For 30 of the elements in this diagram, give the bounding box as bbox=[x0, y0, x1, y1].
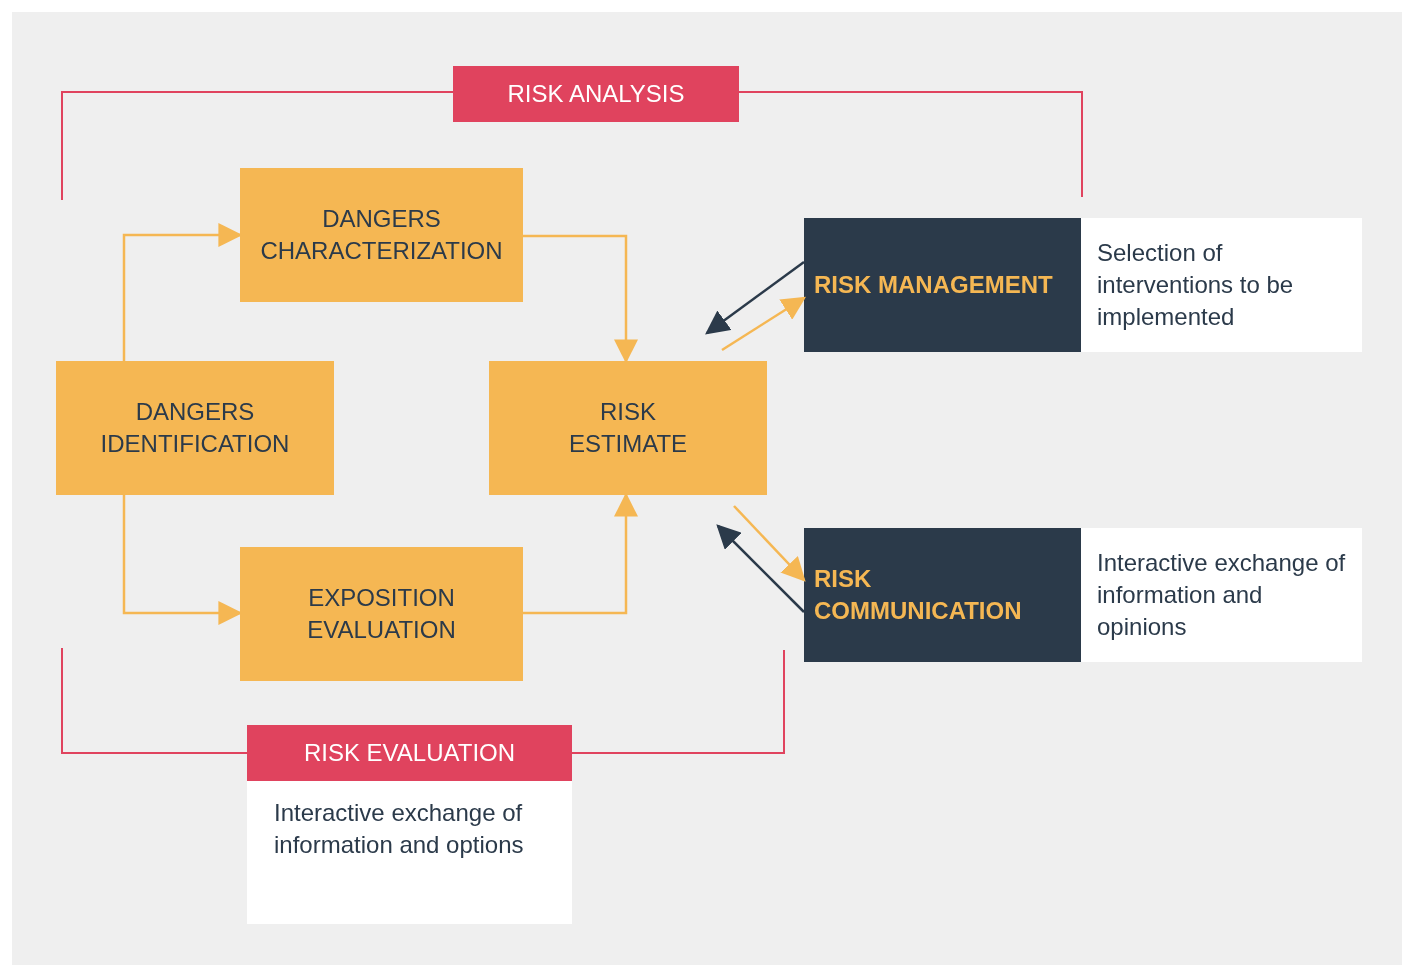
description-text: Interactive exchange of information and options bbox=[274, 798, 525, 860]
arrow bbox=[523, 492, 638, 615]
box-title: RISK ESTIMATE bbox=[567, 397, 689, 459]
process-box bbox=[489, 361, 767, 495]
box-title: RISK ANALYSIS bbox=[507, 79, 685, 109]
arrow bbox=[523, 234, 638, 364]
box-title: DANGERS CHARACTERIZATION bbox=[259, 204, 504, 266]
note-box bbox=[1081, 528, 1362, 662]
process-box bbox=[240, 168, 523, 302]
process-box bbox=[240, 547, 523, 681]
role-box bbox=[804, 528, 1081, 662]
phase-label-box bbox=[247, 725, 572, 781]
arrow bbox=[705, 261, 805, 335]
arrow bbox=[721, 296, 807, 352]
arrow bbox=[716, 524, 805, 613]
process-box bbox=[56, 361, 334, 495]
arrow bbox=[733, 505, 806, 582]
description-text: Interactive exchange of information and opinions bbox=[1097, 548, 1347, 642]
phase-label-box bbox=[453, 66, 739, 122]
arrow bbox=[122, 223, 243, 361]
box-title: RISK COMMUNICATION bbox=[814, 564, 1023, 626]
note-box bbox=[1081, 218, 1362, 352]
box-title: RISK EVALUATION bbox=[303, 738, 516, 768]
box-title: RISK MANAGEMENT bbox=[814, 270, 1053, 300]
role-box bbox=[804, 218, 1081, 352]
arrow bbox=[122, 495, 243, 625]
box-title: DANGERS IDENTIFICATION bbox=[99, 397, 291, 459]
note-box bbox=[247, 781, 572, 924]
box-title: EXPOSITION EVALUATION bbox=[306, 583, 457, 645]
description-text: Selection of interventions to be implemented bbox=[1097, 238, 1295, 332]
